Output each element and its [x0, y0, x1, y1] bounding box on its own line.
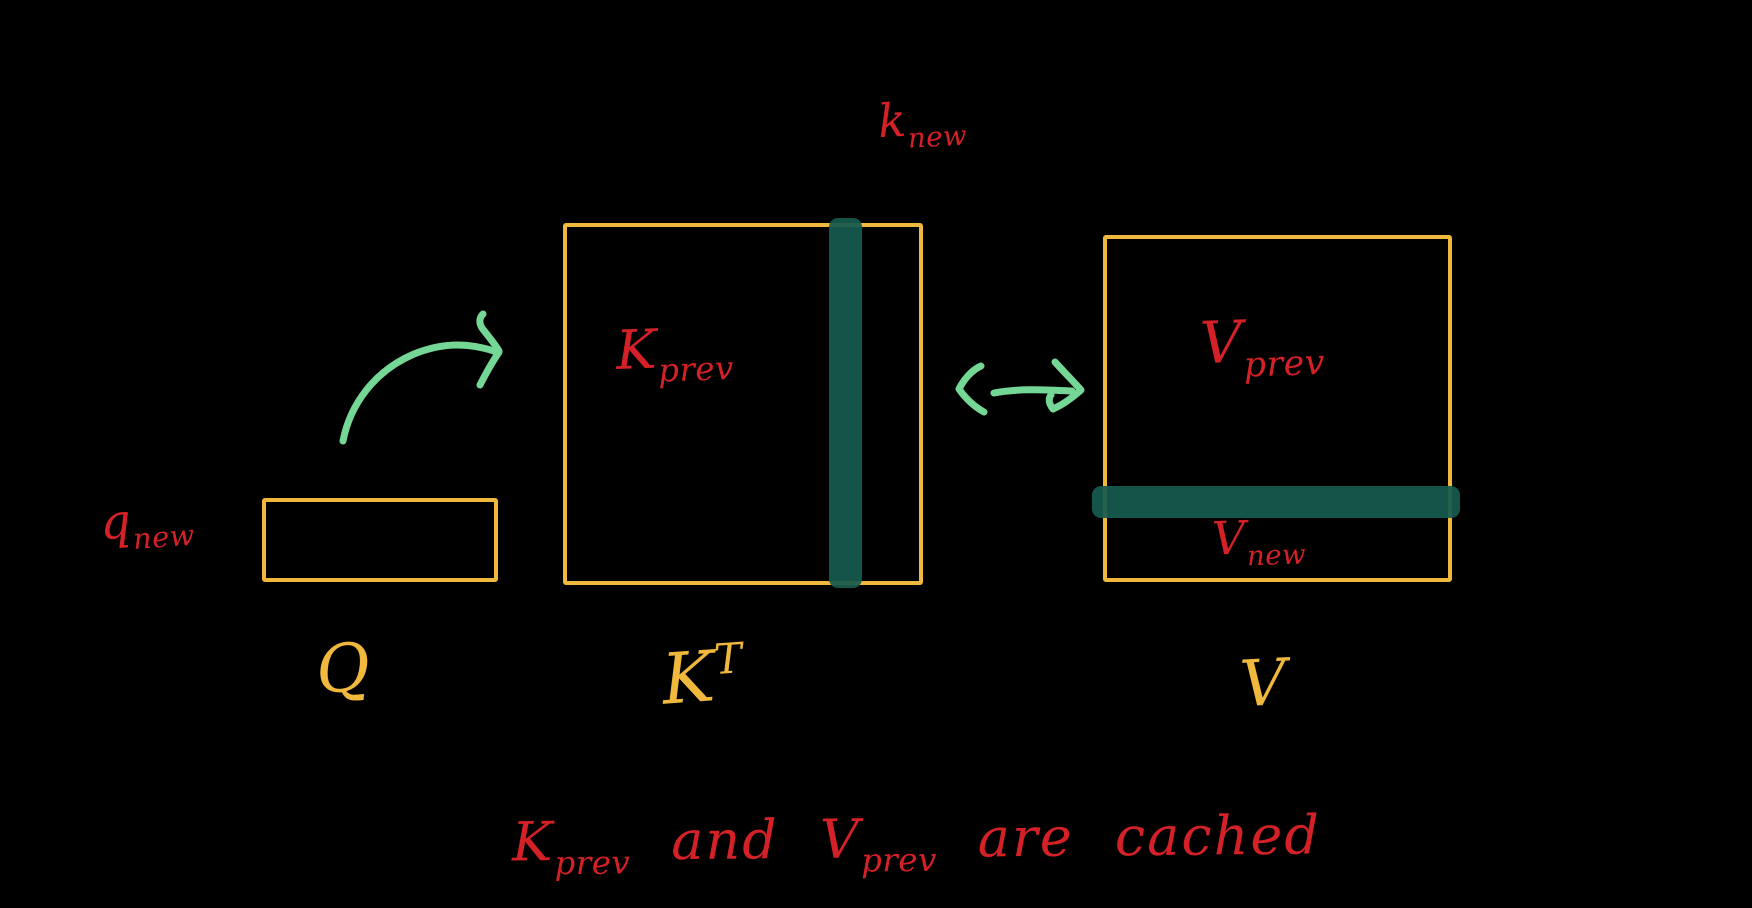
k-new-base: k — [876, 92, 909, 149]
v-matrix-label: V — [1238, 646, 1289, 722]
caption-part: and — [629, 807, 821, 873]
v-matrix-rect — [1103, 235, 1452, 582]
v-prev-base: V — [1198, 307, 1245, 378]
q-new-base: q — [98, 493, 134, 552]
k-prev-base: K — [614, 317, 659, 383]
v-new-sub: new — [1246, 536, 1307, 572]
q-matrix-rect — [262, 498, 498, 582]
k-prev-label: Kprev — [615, 318, 734, 390]
v-new-annotation: Vnew — [1211, 510, 1307, 572]
caption-part-sub: prev — [860, 840, 937, 880]
q-new-sub: new — [131, 517, 196, 557]
k-new-sub: new — [906, 118, 968, 155]
caption-part: V — [819, 807, 862, 871]
caption-part: are cached — [936, 803, 1322, 870]
caption-part-sub: prev — [554, 843, 631, 882]
q-label-text: Q — [312, 627, 375, 710]
q-matrix-label: Q — [313, 628, 375, 710]
kt-label-transpose: T — [712, 633, 745, 685]
kt-matrix-label: KT — [659, 633, 747, 721]
v-new-base: V — [1211, 510, 1248, 566]
q-new-annotation: qnew — [98, 493, 196, 556]
k-new-column-highlight — [829, 218, 862, 588]
v-new-row-highlight — [1092, 486, 1460, 518]
kt-matrix-rect — [563, 223, 923, 585]
v-prev-label: Vprev — [1199, 308, 1326, 386]
kt-label-base: K — [659, 635, 719, 721]
k-new-annotation: knew — [876, 92, 968, 154]
caption: Kprev and Vprev are cached — [512, 803, 1321, 881]
k-prev-sub: prev — [657, 348, 735, 390]
double-arrow-icon — [955, 358, 1085, 416]
v-prev-sub: prev — [1243, 342, 1326, 386]
v-label-text: V — [1238, 645, 1290, 723]
caption-part: K — [511, 810, 555, 874]
curved-arrow-icon — [339, 310, 503, 445]
